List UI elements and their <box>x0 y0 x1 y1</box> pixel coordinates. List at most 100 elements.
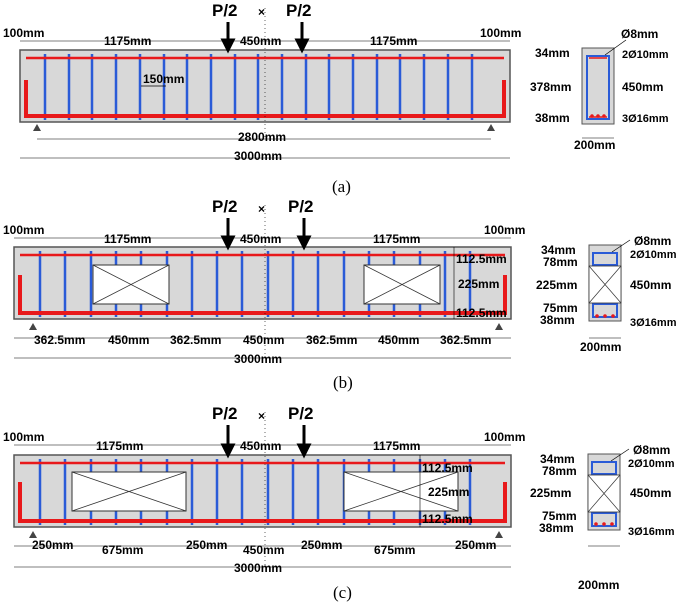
load-left-label-b: P/2 <box>212 197 238 216</box>
dim-a-3000: 3000mm <box>234 149 282 163</box>
dim-c-right-112-top: 112.5mm <box>422 461 473 475</box>
support-left-c <box>29 531 37 538</box>
section-b-dim-38: 38mm <box>540 313 575 327</box>
dim-c-right-112-bot: 112.5mm <box>422 512 473 526</box>
dim-a-450: 450mm <box>240 34 281 48</box>
dim-c-1175-right: 1175mm <box>373 439 420 453</box>
dim-b-seg-3: 362.5mm <box>170 333 221 347</box>
section-b-dim-225: 225mm <box>536 278 577 292</box>
stirrups-a <box>43 54 474 120</box>
bottom-bar-b <box>18 275 507 315</box>
panel-c: × P/2 P/2 100mm 1175mm 450mm 1175mm 100m… <box>3 404 675 602</box>
caption-c: (c) <box>333 583 352 602</box>
section-b-stirrup: Ø8mm <box>634 234 671 248</box>
section-b-bottom-bars: 3Ø16mm <box>630 317 677 329</box>
caption-a: (a) <box>332 177 351 196</box>
dim-c-seg-3: 250mm <box>186 538 227 552</box>
section-a-top-bars: 2Ø10mm <box>622 49 669 61</box>
section-c-width: 200mm <box>578 578 619 592</box>
section-c-dim-225: 225mm <box>530 486 571 500</box>
support-left-a <box>33 124 41 131</box>
bottom-bar-c <box>18 482 507 523</box>
support-left-b <box>29 323 37 330</box>
support-right-a <box>487 124 495 131</box>
section-c-stirrup: Ø8mm <box>633 443 670 457</box>
section-a-dim-378: 378mm <box>530 80 571 94</box>
dim-a-2800: 2800mm <box>238 130 286 144</box>
section-b-dim-75: 75mm <box>543 301 578 315</box>
section-c-top-bars: 2Ø10mm <box>628 458 675 470</box>
section-c-height: 450mm <box>630 486 671 500</box>
beam-a <box>19 49 511 123</box>
dim-b-seg-5: 362.5mm <box>306 333 357 347</box>
dim-b-100-right: 100mm <box>484 223 525 237</box>
dim-c-seg-7: 250mm <box>455 538 496 552</box>
dim-b-seg-7: 362.5mm <box>440 333 491 347</box>
center-axis-x-b: × <box>258 202 265 216</box>
dim-b-100-left: 100mm <box>3 223 44 237</box>
dim-c-3000: 3000mm <box>234 561 282 575</box>
dim-a-1175-left: 1175mm <box>104 34 151 48</box>
dim-b-right-112-bot: 112.5mm <box>456 306 507 320</box>
opening-right-b <box>363 264 441 305</box>
section-c-bottom-bars: 3Ø16mm <box>628 526 675 538</box>
support-right-b <box>495 323 503 330</box>
dim-c-100-right: 100mm <box>484 430 525 444</box>
dim-c-1175-left: 1175mm <box>96 439 143 453</box>
dim-a-100-left: 100mm <box>3 26 44 40</box>
dim-c-seg-5: 250mm <box>301 538 342 552</box>
section-a-bottom-bars: 3Ø16mm <box>622 113 669 125</box>
dim-b-seg-4: 450mm <box>243 333 284 347</box>
panel-b: × P/2 P/2 100mm 1175mm 450mm 1175mm 100m… <box>3 197 677 392</box>
section-c: Ø8mm 2Ø10mm 450mm 3Ø16mm 34mm 78mm 225mm… <box>530 443 675 592</box>
dim-b-1175-right: 1175mm <box>373 232 420 246</box>
section-a-dim-34: 34mm <box>535 46 570 60</box>
dim-b-seg-6: 450mm <box>378 333 419 347</box>
load-right-label-b: P/2 <box>288 197 314 216</box>
load-left-label-c: P/2 <box>212 404 238 423</box>
dim-b-right-225: 225mm <box>458 277 499 291</box>
section-c-dim-78: 78mm <box>542 464 577 478</box>
opening-right-c <box>343 471 459 512</box>
section-b-height: 450mm <box>630 278 671 292</box>
dim-c-seg-2: 675mm <box>102 543 143 557</box>
dim-b-450: 450mm <box>240 232 281 246</box>
section-a-width: 200mm <box>574 138 615 152</box>
section-b-dim-78: 78mm <box>543 255 578 269</box>
opening-left-b <box>92 264 170 305</box>
support-right-c <box>495 531 503 538</box>
section-c-dim-34: 34mm <box>540 452 575 466</box>
center-axis-x-a: × <box>258 5 265 19</box>
load-right-label-c: P/2 <box>288 404 314 423</box>
section-a-dim-38: 38mm <box>535 111 570 125</box>
stirrup-spacing-a: 150mm <box>143 72 184 86</box>
section-b: Ø8mm 2Ø10mm 450mm 3Ø16mm 34mm 78mm 225mm… <box>536 234 677 354</box>
dim-b-1175-left: 1175mm <box>104 232 151 246</box>
section-a-stirrup: Ø8mm <box>621 27 658 41</box>
panel-a: × P/2 P/2 100mm 1175mm 450mm 1175mm 100m… <box>3 1 669 196</box>
dim-c-100-left: 100mm <box>3 430 44 444</box>
dim-b-seg-1: 362.5mm <box>34 333 85 347</box>
section-a: Ø8mm 2Ø10mm 450mm 3Ø16mm 34mm 378mm 38mm… <box>530 27 669 152</box>
caption-b: (b) <box>333 373 353 392</box>
section-b-dim-34: 34mm <box>541 243 576 257</box>
dim-a-100-right: 100mm <box>480 26 521 40</box>
dim-c-450: 450mm <box>240 439 281 453</box>
section-b-top-bars: 2Ø10mm <box>630 249 677 261</box>
dim-a-1175-right: 1175mm <box>370 34 417 48</box>
load-right-label-a: P/2 <box>286 1 312 20</box>
load-left-label-a: P/2 <box>212 1 238 20</box>
section-a-height: 450mm <box>622 80 663 94</box>
dim-c-seg-6: 675mm <box>374 543 415 557</box>
section-b-width: 200mm <box>580 340 621 354</box>
section-c-dim-38: 38mm <box>539 521 574 535</box>
dim-b-seg-2: 450mm <box>108 333 149 347</box>
dim-b-3000: 3000mm <box>234 352 282 366</box>
section-c-dim-75: 75mm <box>542 509 577 523</box>
dim-c-seg-1: 250mm <box>32 538 73 552</box>
dim-b-right-112-top: 112.5mm <box>456 252 507 266</box>
dim-c-right-225: 225mm <box>428 485 469 499</box>
dim-c-seg-4: 450mm <box>243 543 284 557</box>
center-axis-x-c: × <box>258 409 265 423</box>
